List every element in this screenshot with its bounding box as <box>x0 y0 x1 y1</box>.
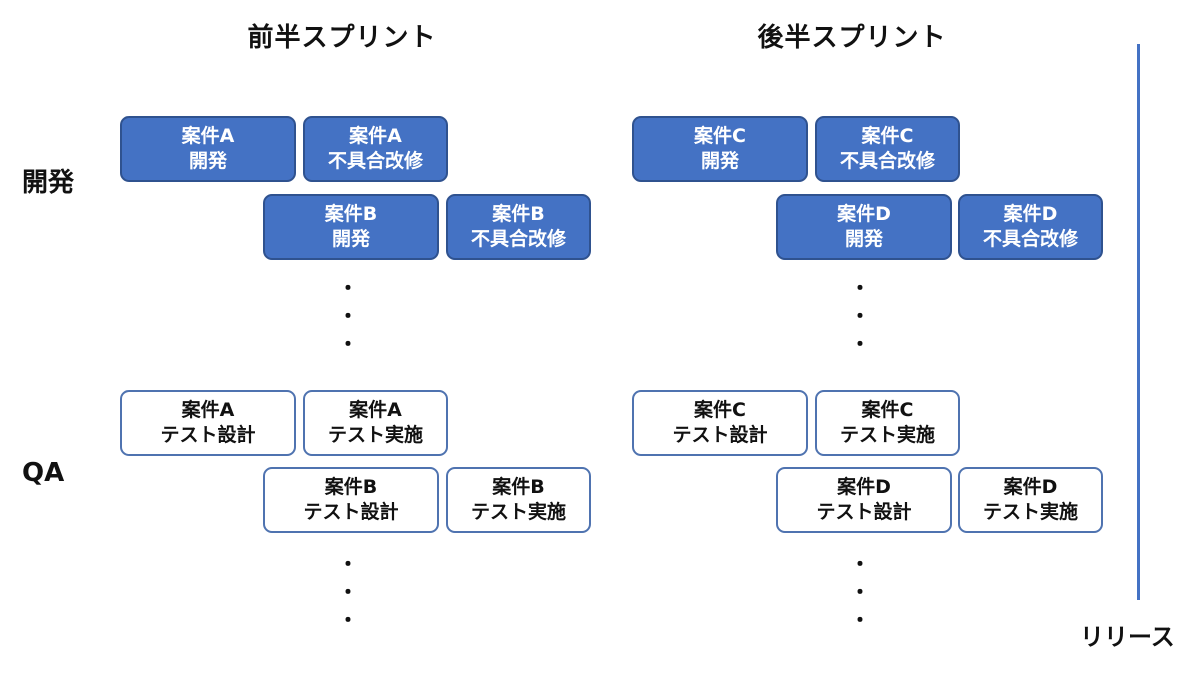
task-activity-label: 不具合改修 <box>470 228 566 250</box>
task-b-dev: 案件B 開発 <box>263 194 439 260</box>
task-case-label: 案件B <box>324 203 378 225</box>
continuation-dot: ・ <box>850 552 870 576</box>
task-activity-label: テスト実施 <box>982 501 1078 523</box>
continuation-dot: ・ <box>338 580 358 604</box>
task-case-label: 案件B <box>324 476 378 498</box>
task-case-label: 案件C <box>694 399 746 421</box>
dev-continuation-dots-second: ・ ・ ・ <box>850 274 870 358</box>
task-d-test-exec: 案件D テスト実施 <box>958 467 1103 533</box>
task-activity-label: テスト実施 <box>327 424 423 446</box>
task-d-dev: 案件D 開発 <box>776 194 952 260</box>
qa-continuation-dots-first: ・ ・ ・ <box>338 550 358 634</box>
continuation-dot: ・ <box>338 276 358 300</box>
task-activity-label: 開発 <box>844 228 883 250</box>
second-sprint-heading: 後半スプリント <box>757 23 947 53</box>
continuation-dot: ・ <box>338 552 358 576</box>
task-case-label: 案件A <box>181 399 235 421</box>
task-d-test-design: 案件D テスト設計 <box>776 467 952 533</box>
first-sprint-heading: 前半スプリント <box>247 23 437 53</box>
task-case-label: 案件C <box>694 125 746 147</box>
qa-row-label: QA <box>22 458 65 488</box>
task-case-label: 案件D <box>837 203 891 225</box>
task-b-test-exec: 案件B テスト実施 <box>446 467 591 533</box>
task-a-fix: 案件A 不具合改修 <box>303 116 448 182</box>
task-case-label: 案件A <box>181 125 235 147</box>
release-line <box>1137 44 1140 600</box>
task-activity-label: テスト設計 <box>672 424 768 446</box>
task-case-label: 案件A <box>349 125 402 147</box>
task-case-label: 案件A <box>349 399 402 421</box>
dev-row-label: 開発 <box>22 168 75 198</box>
task-case-label: 案件D <box>1003 203 1058 225</box>
task-case-label: 案件C <box>861 399 914 421</box>
task-c-test-exec: 案件C テスト実施 <box>815 390 960 456</box>
continuation-dot: ・ <box>850 580 870 604</box>
continuation-dot: ・ <box>338 332 358 356</box>
task-activity-label: 開発 <box>700 150 739 172</box>
continuation-dot: ・ <box>850 608 870 632</box>
continuation-dot: ・ <box>850 332 870 356</box>
task-activity-label: テスト設計 <box>303 501 399 523</box>
continuation-dot: ・ <box>338 608 358 632</box>
task-activity-label: 不具合改修 <box>839 150 935 172</box>
task-activity-label: 開発 <box>188 150 227 172</box>
continuation-dot: ・ <box>338 304 358 328</box>
task-b-fix: 案件B 不具合改修 <box>446 194 591 260</box>
task-a-test-design: 案件A テスト設計 <box>120 390 296 456</box>
continuation-dot: ・ <box>850 276 870 300</box>
task-c-fix: 案件C 不具合改修 <box>815 116 960 182</box>
task-activity-label: テスト実施 <box>839 424 935 446</box>
task-activity-label: テスト設計 <box>816 501 912 523</box>
task-case-label: 案件D <box>1003 476 1058 498</box>
task-a-test-exec: 案件A テスト実施 <box>303 390 448 456</box>
task-c-test-design: 案件C テスト設計 <box>632 390 808 456</box>
task-a-dev: 案件A 開発 <box>120 116 296 182</box>
task-c-dev: 案件C 開発 <box>632 116 808 182</box>
task-b-test-design: 案件B テスト設計 <box>263 467 439 533</box>
task-activity-label: テスト設計 <box>160 424 256 446</box>
task-case-label: 案件B <box>492 203 545 225</box>
task-activity-label: テスト実施 <box>470 501 566 523</box>
qa-continuation-dots-second: ・ ・ ・ <box>850 550 870 634</box>
task-activity-label: 不具合改修 <box>982 228 1078 250</box>
task-activity-label: 不具合改修 <box>327 150 423 172</box>
task-case-label: 案件C <box>861 125 914 147</box>
task-case-label: 案件B <box>492 476 545 498</box>
task-case-label: 案件D <box>837 476 891 498</box>
task-d-fix: 案件D 不具合改修 <box>958 194 1103 260</box>
dev-continuation-dots-first: ・ ・ ・ <box>338 274 358 358</box>
task-activity-label: 開発 <box>331 228 370 250</box>
continuation-dot: ・ <box>850 304 870 328</box>
release-label: リリース <box>1080 623 1175 651</box>
